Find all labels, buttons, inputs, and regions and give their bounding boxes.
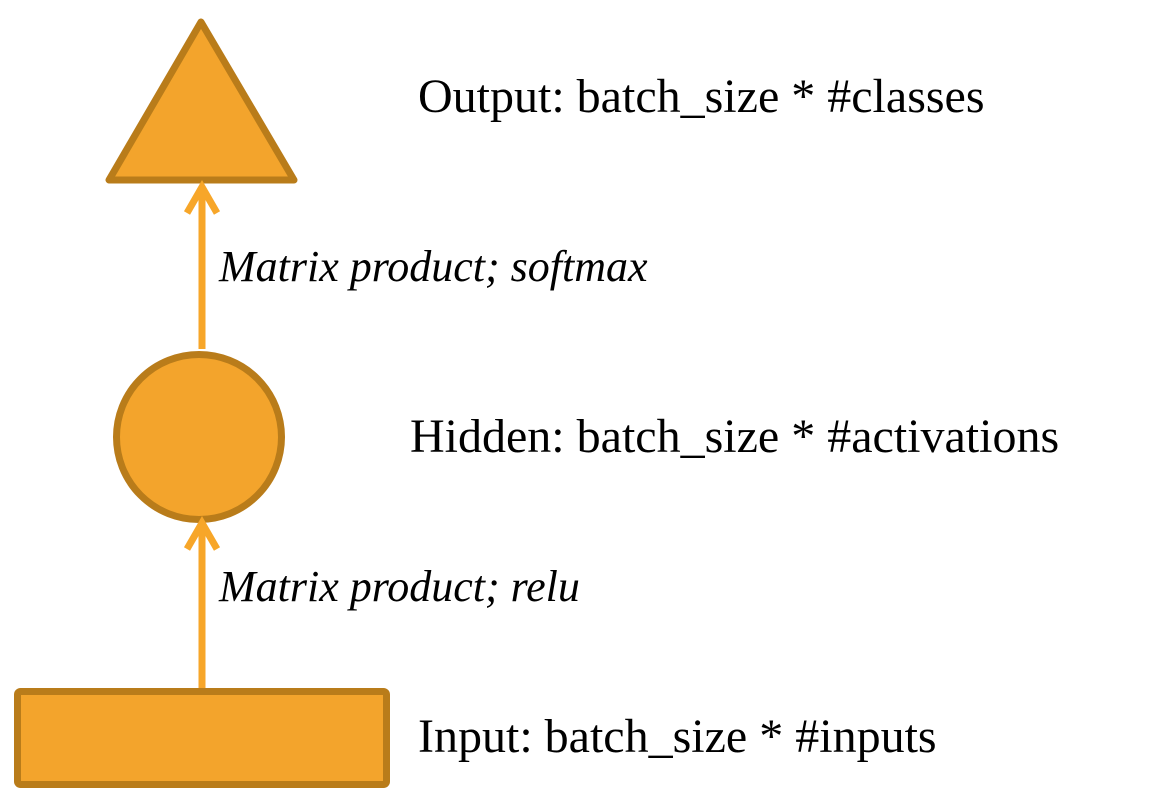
hidden-label: Hidden: batch_size * #activations — [410, 410, 1060, 463]
relu-edge-label: Matrix product; relu — [219, 562, 580, 611]
input-rectangle-shape — [14, 688, 390, 788]
relu-arrow — [183, 515, 221, 690]
output-label: Output: batch_size * #classes — [418, 70, 985, 123]
softmax-arrow — [183, 179, 221, 349]
input-label: Input: batch_size * #inputs — [418, 710, 937, 763]
output-triangle-shape — [105, 18, 298, 184]
hidden-circle-shape — [113, 351, 285, 523]
softmax-edge-label: Matrix product; softmax — [219, 242, 648, 291]
